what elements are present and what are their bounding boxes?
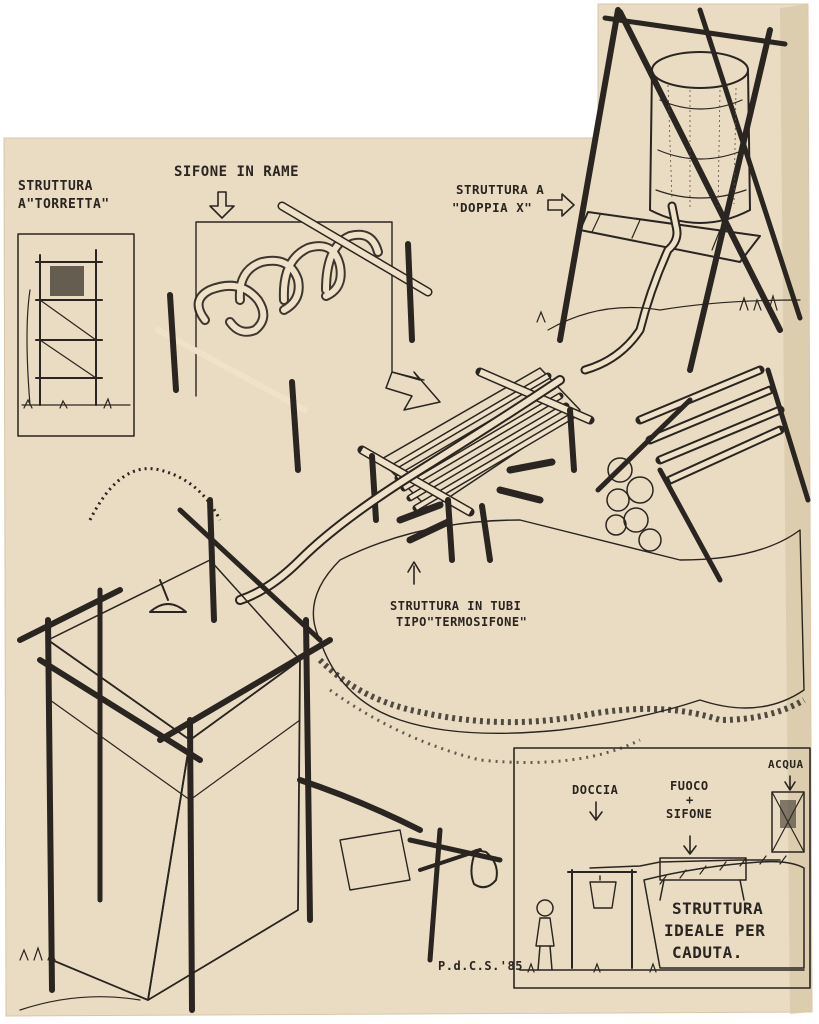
label-fuoco-line1: FUOCO [670, 779, 709, 793]
radiator-tubes [235, 367, 595, 605]
label-tubi-line1: STRUTTURA IN TUBI [390, 599, 521, 613]
label-doppia-x-line2: "DOPPIA X" [452, 200, 532, 215]
hanging-bag [297, 777, 503, 963]
doppia-x-arrow [547, 193, 575, 217]
label-acqua: ACQUA [768, 758, 804, 771]
label-tubi-line2: TIPO"TERMOSIFONE" [396, 615, 527, 629]
label-doppia-x-line1: STRUTTURA A [456, 182, 544, 197]
label-fuoco-line2: + [686, 793, 694, 807]
label-doccia: DOCCIA [572, 783, 619, 797]
woodpile [595, 365, 811, 583]
label-ideale-line3: CADUTA. [672, 943, 743, 962]
label-torretta-line1: STRUTTURA [18, 179, 93, 194]
label-sifone: SIFONE IN RAME [174, 164, 299, 180]
ground-mound [88, 467, 806, 764]
doppia-x-tower [536, 7, 803, 375]
shower-cabin [17, 497, 333, 1013]
sifone-arrow [209, 191, 235, 219]
label-ideale-line2: IDEALE PER [664, 921, 765, 940]
label-ideale-line1: STRUTTURA [672, 899, 763, 918]
torretta-inset-panel [17, 233, 135, 437]
ideal-structure-inset [513, 747, 811, 989]
artist-signature: P.d.C.S.'85 [438, 959, 523, 973]
label-fuoco-line3: SIFONE [666, 807, 712, 821]
label-torretta-line2: A"TORRETTA" [18, 197, 110, 212]
siphon-inset-panel [155, 201, 441, 473]
